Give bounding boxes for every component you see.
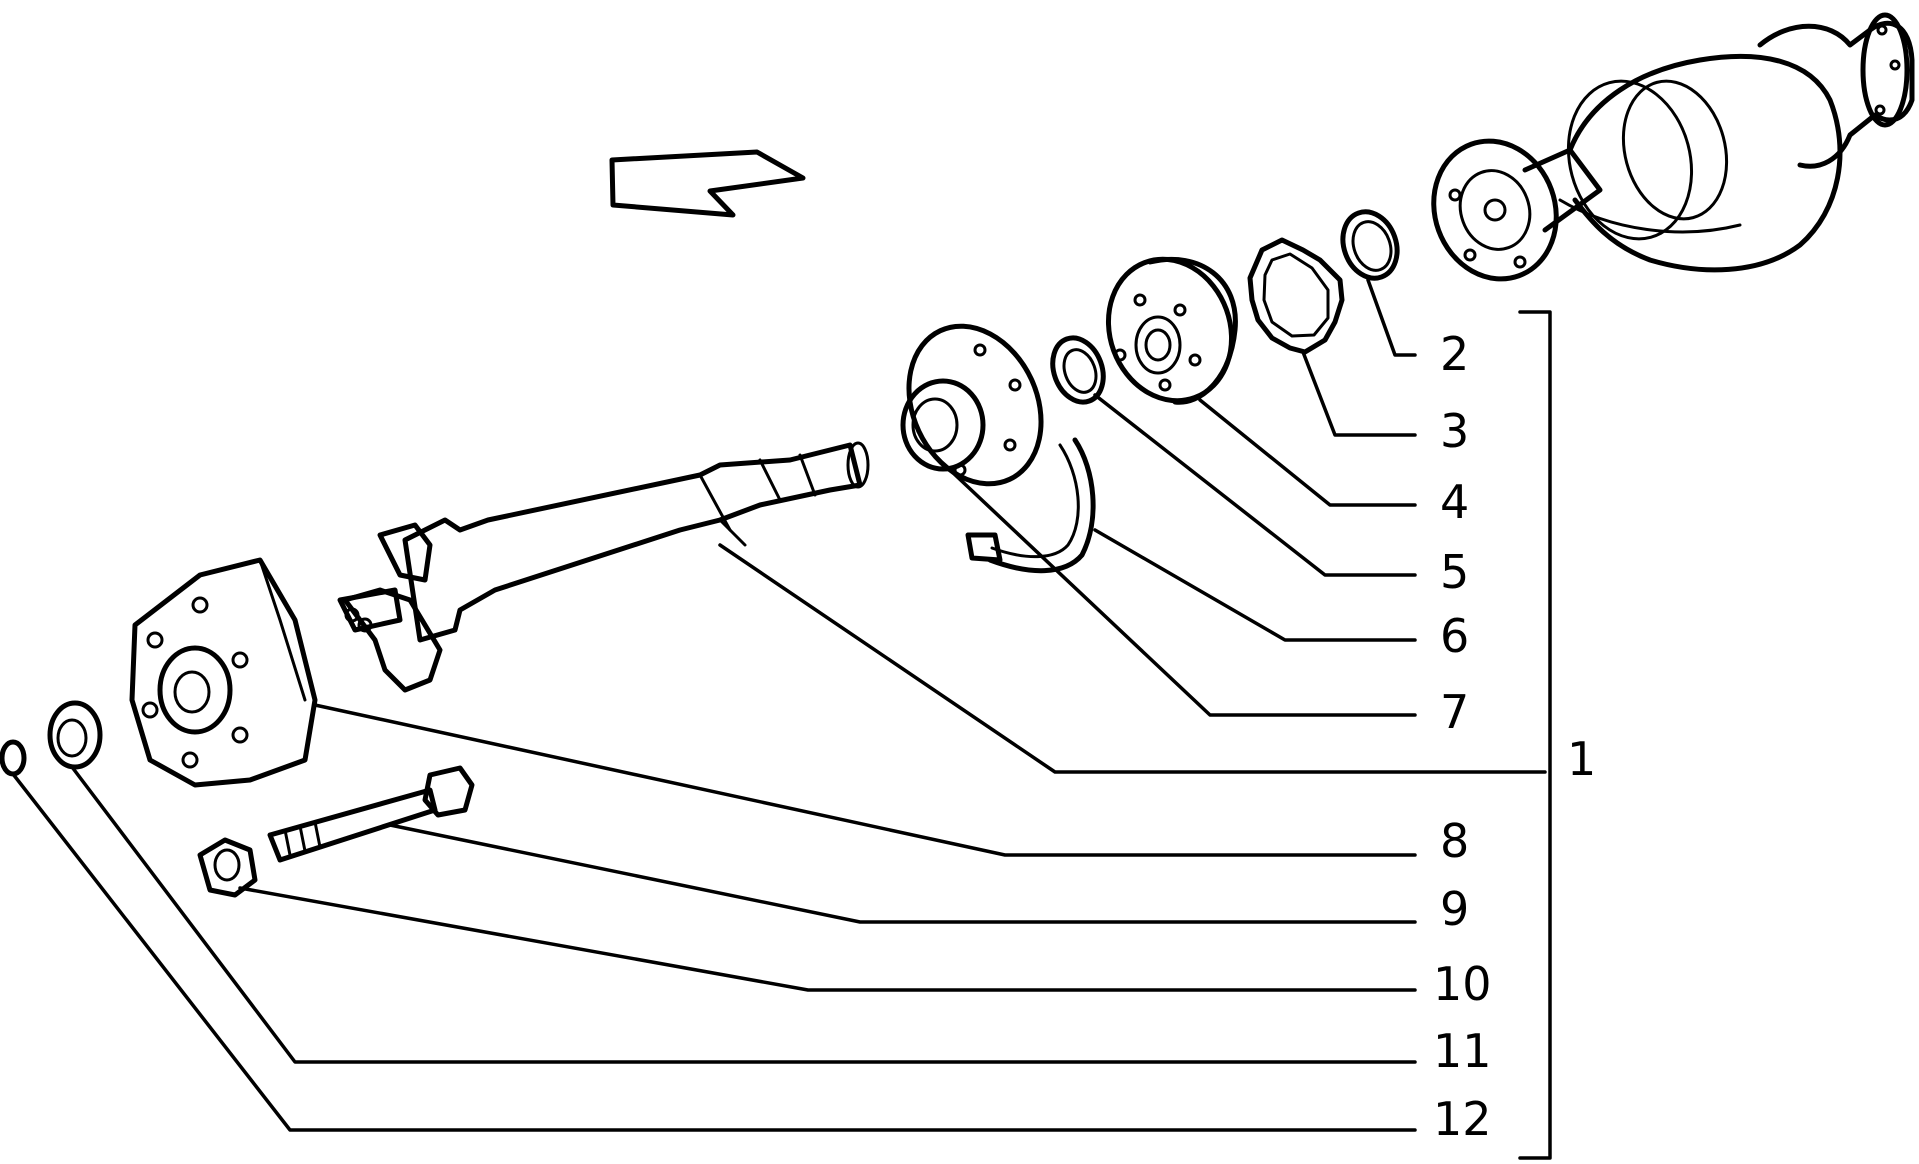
part-3-gasket: [1247, 237, 1345, 355]
part-2-retaining-ring: [1340, 209, 1400, 281]
part-1-drive-shaft: [337, 441, 870, 693]
leader-11: [70, 765, 1417, 1064]
leader-lines: [11, 278, 1552, 1160]
callout-8: 8: [1440, 814, 1469, 868]
callout-9: 9: [1440, 882, 1469, 936]
part-7-flange-hub: [900, 323, 1044, 487]
part-6-clamp-band: [965, 437, 1096, 574]
callout-7: 7: [1440, 685, 1469, 739]
leader-6: [1093, 528, 1417, 642]
leader-9: [388, 823, 1417, 924]
callout-1: 1: [1567, 732, 1596, 786]
callout-2: 2: [1440, 327, 1469, 381]
leader-10: [238, 886, 1417, 992]
leader-5: [1093, 393, 1417, 577]
callout-4: 4: [1440, 475, 1469, 529]
leader-12: [11, 772, 1417, 1132]
leader-1: [718, 543, 1547, 774]
callout-11: 11: [1433, 1024, 1492, 1078]
leader-4: [1198, 398, 1417, 507]
leader-8: [313, 703, 1417, 857]
leader-7: [948, 468, 1417, 717]
rear-drive-housing: [1431, 12, 1915, 282]
part-11-bushing: [47, 700, 103, 770]
direction-arrow-icon: [609, 149, 806, 218]
callout-12: 12: [1433, 1092, 1492, 1146]
callout-5: 5: [1440, 545, 1469, 599]
part-12-snap-ring: [0, 739, 27, 777]
leader-3: [1301, 350, 1417, 437]
callout-3: 3: [1440, 404, 1469, 458]
part-5-circlip: [1050, 335, 1106, 405]
part-10-nut: [197, 837, 258, 898]
callout-6: 6: [1440, 609, 1469, 663]
leader-2: [1366, 278, 1417, 357]
part-8-flexible-coupling: [129, 557, 318, 788]
part-4-cv-joint: [1105, 256, 1238, 405]
callout-numbers: 2 3 4 5 6 7 1 8 9 10 11 12: [1433, 327, 1596, 1146]
part-9-bolt: [267, 765, 475, 863]
callout-10: 10: [1433, 957, 1492, 1011]
bracket: [1518, 310, 1552, 1160]
